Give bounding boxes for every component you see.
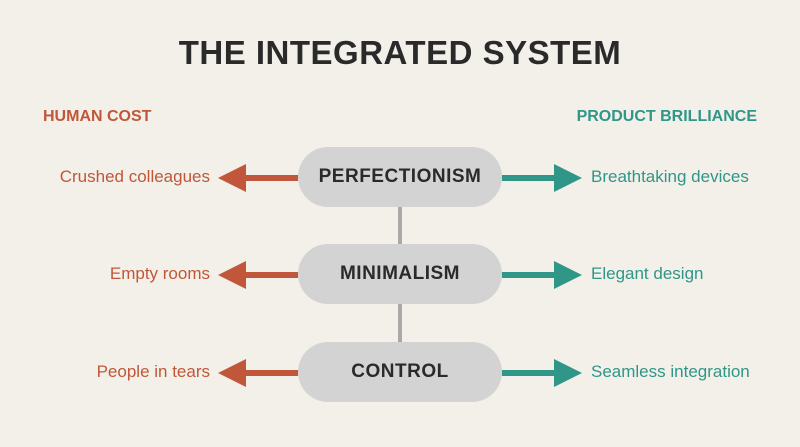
pill-control: CONTROL xyxy=(298,342,502,402)
product-brilliance-heading: PRODUCT BRILLIANCE xyxy=(576,108,757,125)
human-cost-label-minimalism: Empty rooms xyxy=(109,264,210,283)
product-brilliance-label-control: Seamless integration xyxy=(591,362,750,381)
product-brilliance-label-perfectionism: Breathtaking devices xyxy=(591,167,749,186)
right-arrow-control xyxy=(502,358,582,388)
diagram-title: THE INTEGRATED SYSTEM xyxy=(178,34,622,71)
human-cost-label-control: People in tears xyxy=(96,362,210,381)
human-cost-label-perfectionism: Crushed colleagues xyxy=(59,167,210,186)
pill-perfectionism: PERFECTIONISM xyxy=(298,147,502,207)
product-brilliance-label-minimalism: Elegant design xyxy=(591,264,704,283)
right-arrow-minimalism xyxy=(502,260,582,290)
human-cost-heading: HUMAN COST xyxy=(43,108,152,125)
left-arrow-control xyxy=(218,358,298,388)
pill-minimalism: MINIMALISM xyxy=(298,244,502,304)
right-arrow-perfectionism xyxy=(502,163,582,193)
left-arrow-perfectionism xyxy=(218,163,298,193)
left-arrow-minimalism xyxy=(218,260,298,290)
